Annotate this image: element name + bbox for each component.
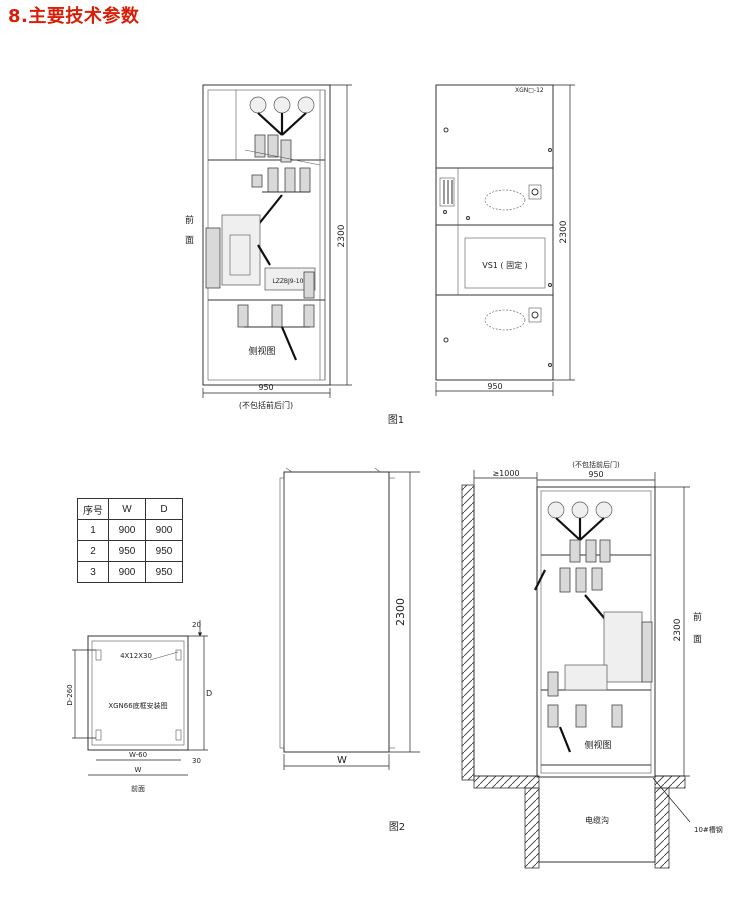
- table-cell: 900: [108, 561, 146, 583]
- table-cell: 1: [77, 519, 109, 541]
- side-height-dim: 2300: [337, 224, 347, 247]
- dim-top: 20: [192, 621, 201, 629]
- install-view-label: 侧视图: [584, 739, 611, 751]
- base-plan-title: XGN66底框安装图: [108, 701, 167, 710]
- cabinet-width-dim: W: [337, 755, 347, 766]
- table-cell: 900: [145, 519, 183, 541]
- install-height-dim: 2300: [673, 618, 683, 641]
- install-front-label-2: 面: [693, 634, 702, 645]
- install-width-dim: 950: [588, 470, 603, 479]
- table-header: W: [108, 498, 146, 520]
- side-width-note: (不包括前后门): [239, 400, 293, 410]
- figure2-caption: 图2: [389, 821, 405, 833]
- table-header: 序号: [77, 498, 109, 520]
- dim-w: W: [135, 766, 142, 774]
- install-width-note: (不包括前后门): [572, 460, 620, 469]
- ct-label: LZZBJ9-10C: [272, 278, 307, 285]
- front-height-dim: 2300: [559, 220, 569, 243]
- table-row: 3 900 950: [77, 561, 183, 583]
- base-frame-plan: 4X12X30 XGN66底框安装图 20 D 30 D-260 W-60 W …: [66, 620, 212, 793]
- table-cell: 3: [77, 561, 109, 583]
- breaker-side: [205, 194, 283, 289]
- table-cell: 950: [108, 540, 146, 562]
- table-cell: 2: [77, 540, 109, 562]
- ct-side: LZZBJ9-10C: [264, 267, 316, 299]
- fig1-side-view: LZZBJ9-10C 侧视图 前 面 2300 950 (不包括前后门): [185, 84, 352, 410]
- dim-left: D-260: [66, 684, 74, 705]
- mid-isolator-side: [251, 167, 311, 193]
- table-row: 1 900 900: [77, 519, 183, 541]
- table-row: 2 950 950: [77, 540, 183, 562]
- front-label-2: 面: [185, 235, 194, 246]
- cabinet-height-dim: 2300: [394, 598, 407, 626]
- clearance-dim: ≥1000: [492, 469, 519, 478]
- fig1-front-view: XGN□-12 VS1 ( 固定 ) 2300 950: [435, 84, 575, 396]
- dim-right: D: [206, 689, 212, 698]
- bottom-isolator-side: [237, 304, 315, 361]
- table-cell: 950: [145, 540, 183, 562]
- table-cell: 950: [145, 561, 183, 583]
- table-header: D: [145, 498, 183, 520]
- trench-label: 电缆沟: [585, 815, 609, 825]
- front-label-1: 前: [185, 214, 194, 226]
- cabinet-outline: 2300 W: [279, 467, 420, 770]
- model-label: XGN□-12: [515, 87, 544, 94]
- dim-w60: W-60: [129, 751, 147, 759]
- table-cell: 900: [108, 519, 146, 541]
- side-width-dim: 950: [258, 383, 273, 392]
- table-header-row: 序号 W D: [77, 498, 183, 520]
- front-width-dim: 950: [487, 382, 502, 391]
- install-front-label-1: 前: [693, 611, 702, 623]
- channel-label: 10#槽钢: [694, 825, 723, 834]
- holes-label: 4X12X30: [120, 652, 152, 660]
- figure1-caption: 图1: [388, 414, 404, 426]
- dimension-table: 序号 W D 1 900 900 2 950 950 3 900 950: [77, 498, 183, 583]
- installation-view: 电缆沟 侧视图 前 面 ≥1000 (不: [461, 460, 723, 869]
- breaker-label: VS1 ( 固定 ): [482, 260, 528, 270]
- dim-bottom: 30: [192, 757, 201, 765]
- top-isolator-side: [244, 96, 321, 166]
- base-front-label: 前面: [131, 784, 145, 793]
- page-title: 8.主要技术参数: [8, 6, 140, 27]
- side-view-label: 侧视图: [248, 345, 275, 357]
